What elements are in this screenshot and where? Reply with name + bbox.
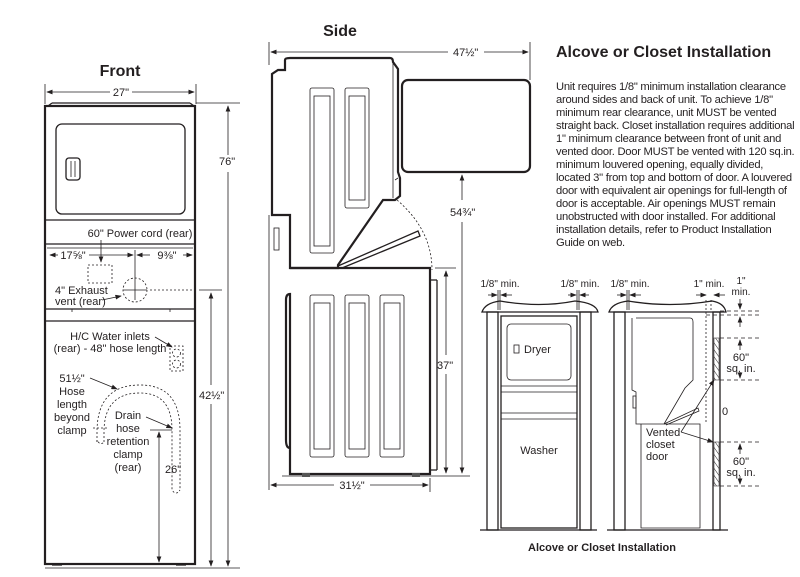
clamp-label-2: hose (116, 423, 140, 435)
dryer-door-open (400, 78, 532, 174)
clamp-label-5: (rear) (115, 462, 142, 474)
power-cord-outlet (87, 264, 113, 284)
bottom-louver (713, 441, 720, 487)
vented-door-label-3: door (646, 451, 668, 463)
left-offset-label: 17⅝" (60, 250, 85, 262)
vented-door-label-1: Vented (646, 427, 680, 439)
power-cord-label: 60" Power cord (rear) (88, 228, 193, 240)
vented-door-label-2: closet (646, 439, 675, 451)
clearance-rear-label: 1/8" min. (610, 279, 649, 290)
dryer-label: Dryer (524, 344, 551, 356)
dryer-door-handle (65, 157, 81, 181)
bottom-vent-area-label-2: sq. in. (726, 467, 755, 479)
washer-panels (309, 294, 405, 458)
hose-length-label-1: 51½" (59, 373, 84, 385)
vent-height-label: 42½" (199, 390, 224, 402)
exhaust-label-1: 4" Exhaust (55, 285, 108, 297)
drain-hose (96, 384, 181, 490)
closet-rear-wall (613, 311, 626, 531)
dryer-panels (309, 87, 370, 254)
front-title: Front (100, 63, 142, 80)
alcove-side-diagram: 1/8" min. 1" min. 1" min. 0 Vented close… (607, 276, 760, 531)
top-vent-area-label-1: 60" (733, 352, 749, 364)
front-view: Front 27" 60" Power cord (rear) 17⅝" (43, 63, 240, 569)
washer-side (284, 266, 432, 476)
side-depth-label: 31½" (339, 480, 364, 492)
hose-length-label-3: length (57, 399, 87, 411)
washer-lid-open (337, 230, 421, 269)
clamp-height-label: 26" (165, 464, 181, 476)
dryer-door (55, 123, 186, 215)
door-height-label: 54¾" (450, 207, 475, 219)
bottom-vent-area-label-1: 60" (733, 456, 749, 468)
side-title: Side (323, 23, 357, 40)
side-view: Side 47½" (268, 23, 532, 492)
hose-length-label-5: clamp (57, 425, 86, 437)
front-height-label: 76" (219, 156, 235, 168)
clearance-left-label: 1/8" min. (480, 279, 519, 290)
alcove-caption: Alcove or Closet Installation (528, 542, 676, 554)
alcove-front-diagram: 1/8" min. 1/8" min. Dryer Washer (480, 279, 600, 531)
alcove-title: Alcove or Closet Installation (556, 44, 772, 61)
door-handle-icon: 0 (722, 406, 728, 418)
alcove-unit (500, 315, 578, 529)
water-inlets-label-1: H/C Water inlets (70, 331, 150, 343)
offset-dimensions: 17⅝" 9⅜" (49, 250, 193, 300)
alcove-right-wall (579, 311, 592, 531)
hose-length-label-2: Hose (59, 386, 85, 398)
hose-length-label-4: beyond (54, 412, 90, 424)
top-vent-area-label-2: sq. in. (726, 363, 755, 375)
washer-label: Washer (520, 445, 558, 457)
water-inlets-label-2: (rear) - 48" hose length (54, 343, 167, 355)
water-inlets (169, 345, 184, 372)
top-louver (713, 337, 720, 381)
clearance-top-label-2: min. (732, 287, 751, 298)
clamp-label-1: Drain (115, 410, 141, 422)
dryer-side (270, 56, 402, 270)
washer-height-label: 37" (437, 360, 453, 372)
alcove-description: Unit requires 1/8" minimum installation … (556, 81, 795, 249)
front-cabinet (43, 104, 197, 566)
front-width-dimension: 27" (44, 84, 197, 104)
clearance-top-label-1: 1" (736, 276, 746, 287)
clearance-right-label: 1/8" min. (560, 279, 599, 290)
clamp-label-3: retention (107, 436, 150, 448)
clamp-label-4: clamp (113, 449, 142, 461)
side-depth-open-label: 47½" (453, 47, 478, 59)
front-width-label: 27" (113, 87, 129, 99)
exhaust-label-2: vent (rear) (55, 296, 106, 308)
right-offset-label: 9⅜" (157, 250, 176, 262)
clearance-front-label: 1" min. (694, 279, 725, 290)
alcove-left-wall (486, 311, 499, 531)
